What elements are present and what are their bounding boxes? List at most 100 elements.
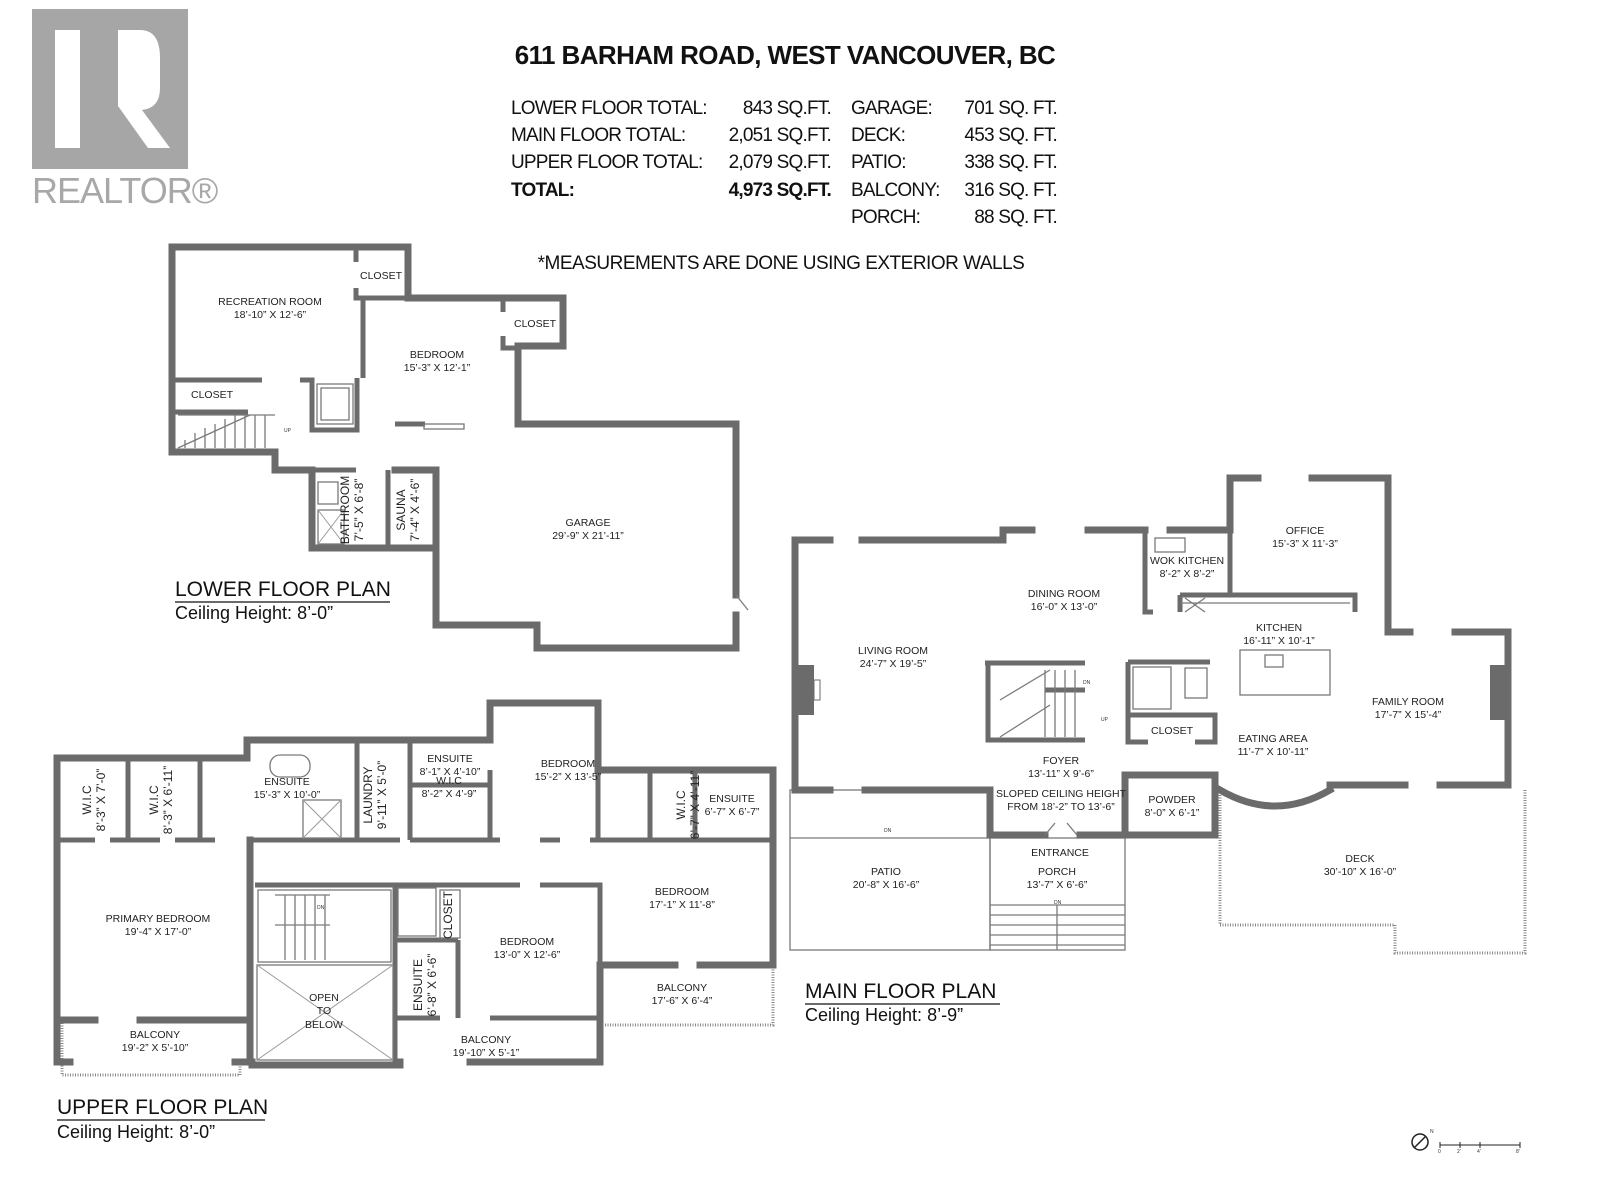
room-name: BEDROOM xyxy=(500,936,554,948)
room-name: FAMILY ROOM xyxy=(1372,696,1444,708)
stat-value: 2,079 SQ.FT. xyxy=(729,152,831,173)
room-name: SLOPED CEILING HEIGHT xyxy=(996,788,1127,800)
room-dimensions: 8’-2” X 4’-9” xyxy=(422,788,477,800)
room-name: SAUNA xyxy=(394,489,408,530)
room-dimensions: 15’-3” X 10’-0” xyxy=(254,789,321,801)
scale-tick: 4' xyxy=(1477,1149,1481,1155)
north-arrow-pointer xyxy=(1413,1135,1427,1149)
room-name: W.I.C xyxy=(147,785,161,815)
main-floor-title-block: MAIN FLOOR PLAN Ceiling Height: 8’-9” xyxy=(805,980,1000,1025)
lower-floor-ceiling: Ceiling Height: 8’-0” xyxy=(175,603,333,623)
room-dimensions: 17’-1” X 11’-8” xyxy=(649,899,715,911)
scale-bar xyxy=(1439,1142,1521,1148)
room-dimensions: 6’-7” X 4’-11” xyxy=(688,771,702,839)
stat-value-total: 4,973 SQ.FT. xyxy=(729,180,831,201)
room-name: LIVING ROOM xyxy=(858,645,928,657)
room-name: BALCONY xyxy=(130,1029,180,1041)
stair-down-label: DN xyxy=(317,905,325,911)
room-dimensions: 13’-7” X 6’-6” xyxy=(1027,879,1088,891)
room-name: CLOSET xyxy=(191,389,234,401)
room-name: PORCH xyxy=(1038,866,1076,878)
room-label: CLOSET xyxy=(441,890,455,939)
room-name: GARAGE xyxy=(566,517,611,529)
stat-label: LOWER FLOOR TOTAL: xyxy=(511,98,707,119)
north-label: N xyxy=(1430,1129,1434,1135)
porch-down-label: DN xyxy=(1054,900,1062,906)
room-name: CLOSET xyxy=(514,318,557,330)
scale-tick: 0 xyxy=(1438,1149,1441,1155)
measurement-note: *MEASUREMENTS ARE DONE USING EXTERIOR WA… xyxy=(538,253,1025,274)
room-dimensions: 29’-9” X 21’-11” xyxy=(552,530,624,542)
stat-label: PORCH: xyxy=(851,207,920,228)
room-name: CLOSET xyxy=(360,270,403,282)
room-dimensions: 13’-0” X 12’-6” xyxy=(494,949,561,961)
room-name: ENSUITE xyxy=(709,793,755,805)
room-name: BEDROOM xyxy=(541,758,595,770)
room-name: POWDER xyxy=(1148,794,1196,806)
room-name: ENSUITE xyxy=(411,959,425,1011)
patio-down-label: DN xyxy=(884,828,892,834)
main-floor-ceiling: Ceiling Height: 8’-9” xyxy=(805,1005,963,1025)
room-label: CLOSET xyxy=(360,270,403,282)
stat-label: BALCONY: xyxy=(851,180,940,201)
room-label: CLOSET xyxy=(191,389,234,401)
lower-floor-title: LOWER FLOOR PLAN xyxy=(175,578,391,601)
stair-up-label: UP xyxy=(1101,717,1109,723)
room-dimensions: 30’-10” X 16’-0” xyxy=(1324,866,1397,878)
room-dimensions: 6’-8” X 6’-6” xyxy=(425,954,439,1017)
logo-r-stem xyxy=(55,30,80,148)
stat-label: MAIN FLOOR TOTAL: xyxy=(511,125,685,146)
room-name: PATIO xyxy=(871,866,901,878)
room-dimensions: TO xyxy=(317,1005,331,1017)
room-name: ENSUITE xyxy=(264,776,310,788)
room-name: EATING AREA xyxy=(1238,733,1307,745)
room-dimensions: 17’-7” X 15’-4” xyxy=(1375,709,1442,721)
main-floor-walls xyxy=(789,474,1527,955)
realtor-logo: REALTOR® xyxy=(32,9,219,211)
room-name: W.I.C xyxy=(80,785,94,815)
stat-label: GARAGE: xyxy=(851,98,932,119)
north-arrow-icon xyxy=(1411,1133,1429,1151)
room-dimensions: 15’-3” X 11’-3” xyxy=(1272,538,1338,550)
room-name: RECREATION ROOM xyxy=(218,296,322,308)
scale-tick: 8' xyxy=(1516,1149,1520,1155)
room-name: DINING ROOM xyxy=(1028,588,1100,600)
room-dimensions: 19’-4” X 17’-0” xyxy=(125,926,192,938)
room-name: LAUNDRY xyxy=(361,766,375,823)
room-dimensions: 18’-10” X 12’-6” xyxy=(234,309,307,321)
stat-value: 843 SQ.FT. xyxy=(743,98,831,119)
room-name: CLOSET xyxy=(441,890,455,939)
room-name: OPEN xyxy=(309,992,339,1004)
room-name: CLOSET xyxy=(1151,725,1194,737)
stat-value: 88 SQ. FT. xyxy=(974,207,1057,228)
upper-floor-ceiling: Ceiling Height: 8’-0” xyxy=(57,1122,215,1142)
room-name: BALCONY xyxy=(461,1034,511,1046)
room-dimensions: 15’-2” X 13’-5” xyxy=(535,771,602,783)
room-dimensions: 13’-11” X 9’-6” xyxy=(1028,768,1094,780)
room-dimensions: 11’-7” X 10’-11” xyxy=(1238,746,1309,758)
room-name: ENSUITE xyxy=(427,753,473,765)
room-label: CLOSET xyxy=(514,318,557,330)
room-dimensions: FROM 18’-2” TO 13’-6” xyxy=(1007,801,1115,813)
room-dimensions: 8’-2” X 8’-2” xyxy=(1160,568,1215,580)
room-name: BEDROOM xyxy=(655,886,709,898)
room-dimensions: 7’-5” X 6’-8” xyxy=(352,479,366,542)
